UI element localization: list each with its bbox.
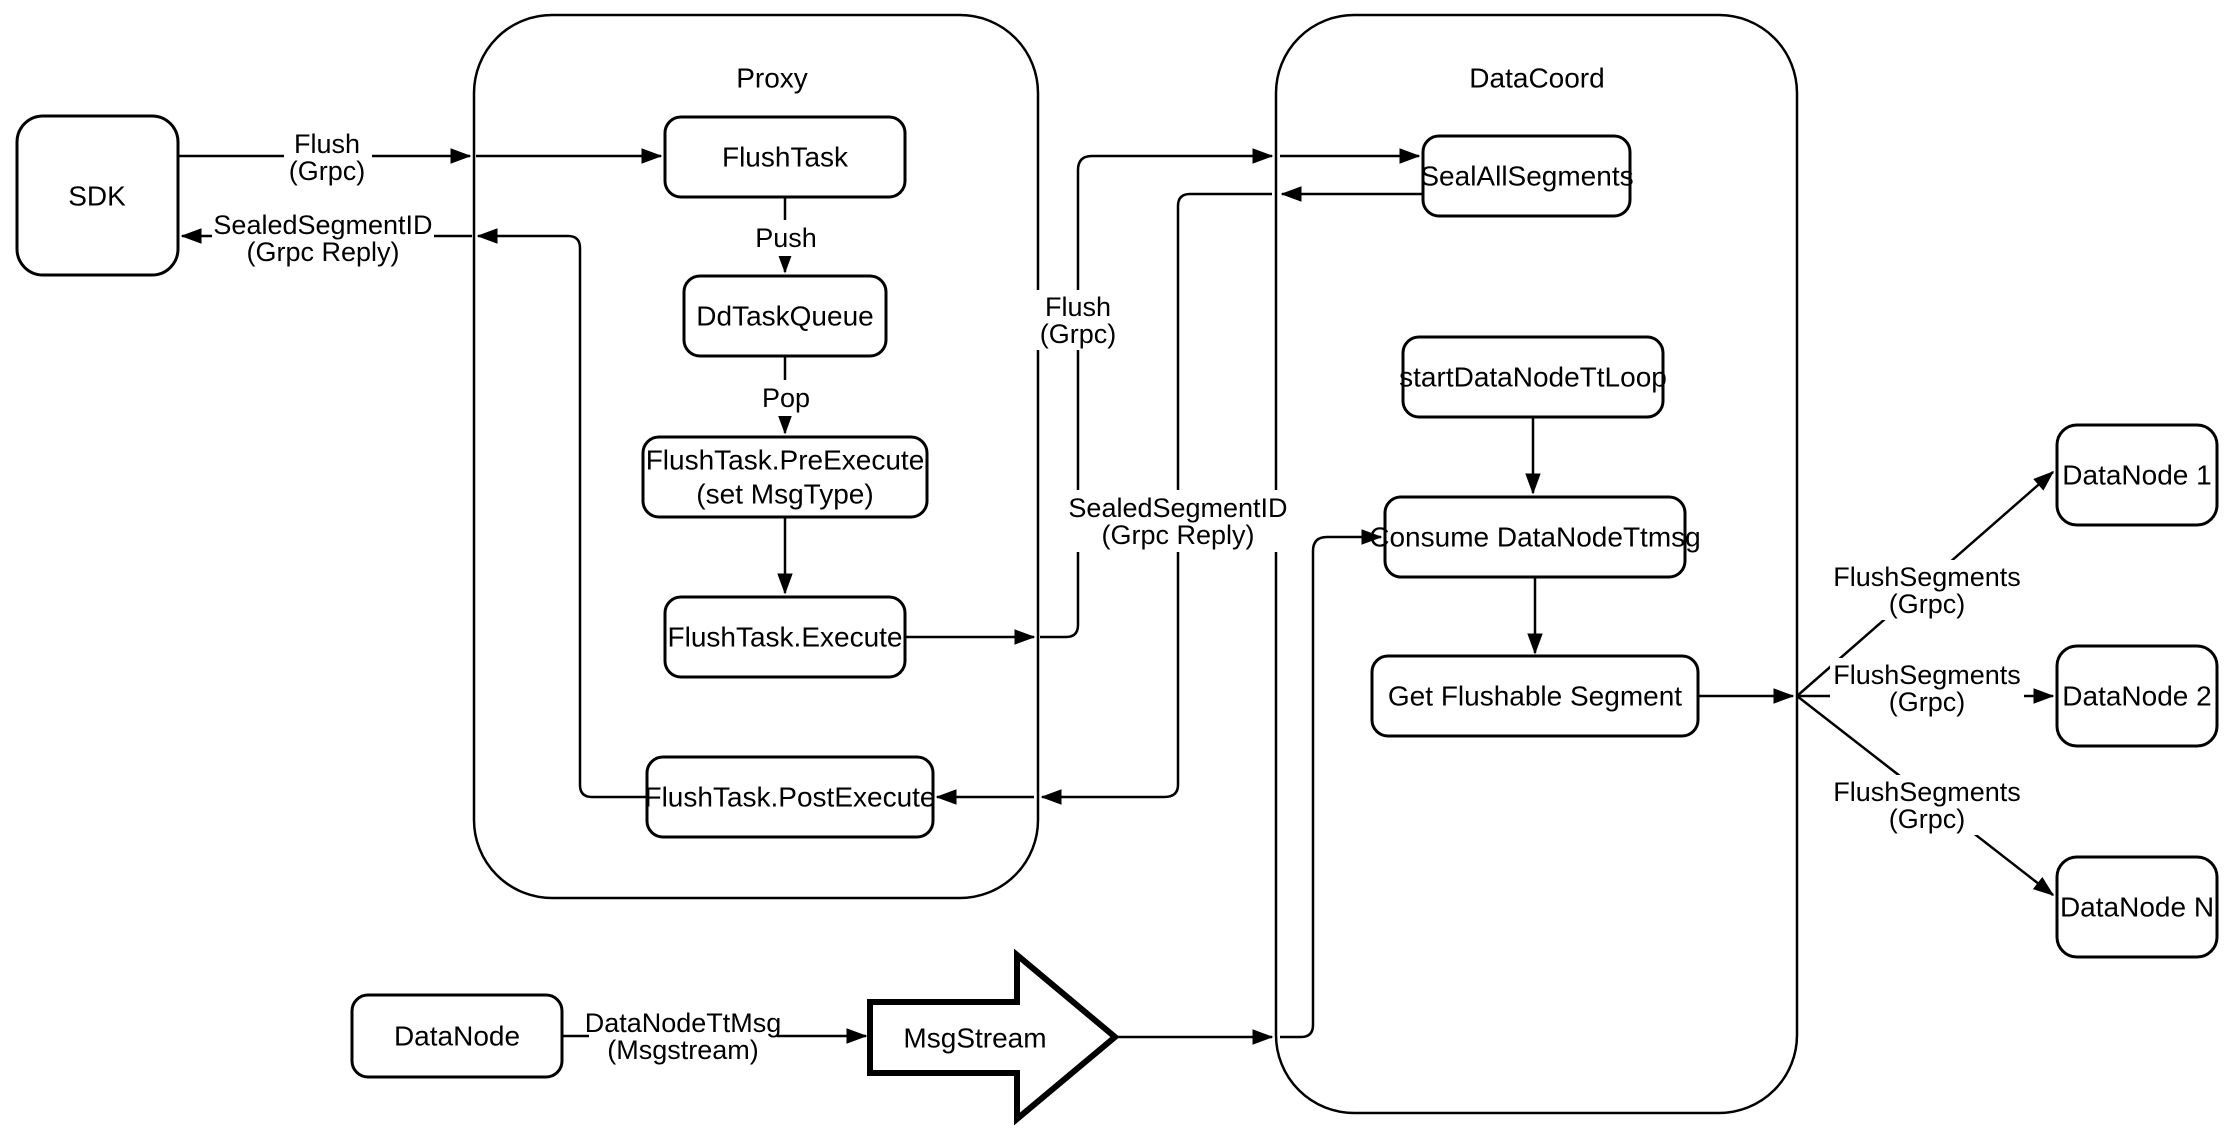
edge-label-flushsegments-1-bg	[1830, 560, 2024, 620]
consumedatanodettmsg-box	[1383, 495, 1687, 579]
edge-label-datanodettmsg-line1: DataNodeTtMsg	[585, 1008, 782, 1038]
preexecute-box	[641, 435, 929, 519]
edge-label-flushsegments-n: FlushSegments (Grpc)	[1830, 775, 2024, 835]
edge-label-flushsegments-n-bg	[1830, 775, 2024, 835]
proxy-container	[472, 13, 1040, 900]
edge-label-push-bg	[747, 220, 825, 256]
postexecute-box	[645, 755, 935, 839]
flushtask-box	[663, 115, 907, 199]
startdatanodettloop-box	[1401, 335, 1665, 419]
edge-label-flush-sdk-line2: (Grpc)	[289, 156, 366, 186]
datanode-source-label: DataNode	[394, 1021, 520, 1052]
edge-sealed-postexecute-to-proxy	[476, 228, 647, 799]
edge-label-sealed-mid-bg	[1066, 490, 1290, 552]
postexecute-label: FlushTask.PostExecute	[644, 782, 935, 813]
sealallsegments-label: SealAllSegments	[1420, 161, 1633, 192]
preexecute-label-line1: FlushTask.PreExecute	[646, 445, 925, 476]
node-execute: FlushTask.Execute	[663, 595, 907, 679]
getflushablesegment-box	[1370, 654, 1700, 738]
edge-label-sealed-sdk-line2: (Grpc Reply)	[246, 237, 399, 267]
edge-label-flush-sdk-bg	[284, 128, 372, 186]
edge-label-flushsegments-1-line1: FlushSegments	[1833, 562, 2021, 592]
edge-label-flush-mid-line1: Flush	[1045, 292, 1111, 322]
edge-label-flushsegments-n-line2: (Grpc)	[1889, 804, 1966, 834]
edge-label-flush-sdk-line1: Flush	[294, 129, 360, 159]
edge-label-flush-mid: Flush (Grpc)	[1033, 290, 1123, 350]
edge-label-sealed-mid-line2: (Grpc Reply)	[1101, 520, 1254, 550]
datanode-source-box	[350, 993, 564, 1079]
execute-label: FlushTask.Execute	[668, 622, 903, 653]
getflushablesegment-label: Get Flushable Segment	[1388, 681, 1682, 712]
datanode2-box	[2055, 644, 2219, 748]
edge-label-datanodettmsg-bg	[589, 1008, 777, 1068]
ddtaskqueue-label: DdTaskQueue	[696, 301, 873, 332]
edge-label-flush-mid-line2: (Grpc)	[1040, 319, 1117, 349]
datanode2-label: DataNode 2	[2062, 681, 2211, 712]
node-preexecute: FlushTask.PreExecute (set MsgType)	[641, 435, 929, 519]
sdk-label: SDK	[68, 181, 126, 212]
node-datanode2: DataNode 2	[2055, 644, 2219, 748]
proxy-container-label: Proxy	[736, 63, 808, 94]
msgstream-arrow-shape	[867, 948, 1120, 1126]
msgstream-label: MsgStream	[903, 1023, 1046, 1054]
edge-label-sealed-mid: SealedSegmentID (Grpc Reply)	[1066, 490, 1290, 552]
node-getflushablesegment: Get Flushable Segment	[1370, 654, 1700, 738]
datanode1-box	[2055, 423, 2219, 527]
sdk-box	[15, 114, 180, 277]
datanoden-label: DataNode N	[2060, 892, 2214, 923]
datanoden-box	[2055, 855, 2219, 959]
datanode1-label: DataNode 1	[2062, 460, 2211, 491]
edge-label-sealed-mid-line1: SealedSegmentID	[1068, 493, 1287, 523]
edge-label-flushsegments-n-line1: FlushSegments	[1833, 777, 2021, 807]
edge-label-pop-bg	[751, 380, 821, 416]
edge-label-datanodettmsg-line2: (Msgstream)	[607, 1035, 759, 1065]
node-datanoden: DataNode N	[2055, 855, 2219, 959]
node-postexecute: FlushTask.PostExecute	[644, 755, 936, 839]
consumedatanodettmsg-label: Consume DataNodeTtmsg	[1369, 522, 1700, 553]
node-sdk: SDK	[15, 114, 180, 277]
node-sealallsegments: SealAllSegments	[1420, 134, 1634, 218]
edge-label-flush-sdk: Flush (Grpc)	[284, 128, 372, 186]
startdatanodettloop-label: startDataNodeTtLoop	[1399, 362, 1667, 393]
datacoord-container	[1274, 13, 1799, 1115]
ddtaskqueue-box	[682, 274, 888, 358]
edge-flush-proxyedge-to-datacoordedge	[1040, 148, 1274, 639]
datacoord-container-label: DataCoord	[1469, 63, 1604, 94]
edge-label-flushsegments-2-bg	[1830, 658, 2024, 718]
preexecute-label-line2: (set MsgType)	[696, 479, 873, 510]
edge-label-sealed-sdk-line1: SealedSegmentID	[213, 210, 432, 240]
node-datanode-source: DataNode	[350, 993, 564, 1079]
flushtask-label: FlushTask	[722, 142, 849, 173]
edge-label-flushsegments-2: FlushSegments (Grpc)	[1830, 658, 2024, 718]
edge-msgstream-to-consume	[1280, 529, 1383, 1039]
edge-label-push: Push	[747, 220, 825, 256]
edge-label-push-text: Push	[755, 223, 817, 253]
edge-label-sealed-sdk: SealedSegmentID (Grpc Reply)	[212, 206, 434, 268]
node-consumedatanodettmsg: Consume DataNodeTtmsg	[1369, 495, 1701, 579]
sealallsegments-box	[1421, 134, 1632, 218]
edge-label-flushsegments-1-line2: (Grpc)	[1889, 589, 1966, 619]
edge-label-pop-text: Pop	[762, 383, 810, 413]
node-ddtaskqueue: DdTaskQueue	[682, 274, 888, 358]
node-startdatanodettloop: startDataNodeTtLoop	[1399, 335, 1667, 419]
node-datanode1: DataNode 1	[2055, 423, 2219, 527]
edge-label-flushsegments-1: FlushSegments (Grpc)	[1830, 560, 2024, 620]
edge-label-datanodettmsg: DataNodeTtMsg (Msgstream)	[585, 1008, 782, 1068]
edge-label-sealed-sdk-bg	[212, 206, 434, 268]
edge-label-flushsegments-2-line1: FlushSegments	[1833, 660, 2021, 690]
edge-label-flushsegments-2-line2: (Grpc)	[1889, 687, 1966, 717]
execute-box	[663, 595, 907, 679]
edge-label-flush-mid-bg	[1033, 290, 1123, 350]
edge-label-pop: Pop	[751, 380, 821, 416]
node-flushtask: FlushTask	[663, 115, 907, 199]
